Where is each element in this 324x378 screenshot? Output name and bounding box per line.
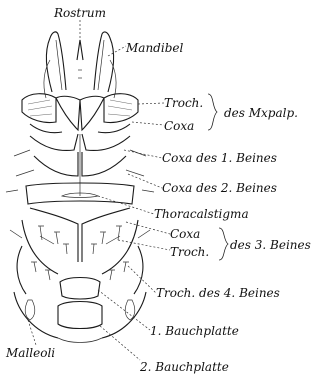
label-troch-mxpalp: Troch. [164, 96, 203, 110]
label-troch-3: Troch. [170, 245, 209, 259]
label-thoracalstigma: Thoracalstigma [154, 207, 249, 221]
label-coxa-3: Coxa [170, 227, 200, 241]
leader-lines [28, 20, 170, 360]
maxillary-palp-bases [22, 94, 138, 133]
label-rostrum: Rostrum [53, 6, 106, 20]
mandibles [44, 32, 116, 98]
coxae-legs-3-4 [10, 208, 150, 294]
labels: Rostrum Mandibel Troch. Coxa des Mxpalp.… [5, 6, 311, 374]
label-bauchplatte-2: 2. Bauchplatte [139, 360, 229, 374]
label-des-mxpalp: des Mxpalp. [224, 106, 298, 120]
label-malleoli: Malleoli [5, 346, 55, 360]
label-des-3-beines: des 3. Beines [230, 238, 311, 252]
label-coxa-mxpalp: Coxa [164, 119, 194, 133]
ventral-plates [14, 278, 146, 343]
label-coxa-2-beines: Coxa des 2. Beines [162, 181, 277, 195]
label-coxa-1-beines: Coxa des 1. Beines [162, 151, 277, 165]
label-bauchplatte-1: 1. Bauchplatte [150, 324, 239, 338]
specimen-drawing [6, 32, 154, 343]
label-mandibel: Mandibel [125, 41, 183, 55]
label-troch-4-beines: Troch. des 4. Beines [156, 286, 280, 300]
coxae-legs-1-2 [14, 134, 146, 196]
